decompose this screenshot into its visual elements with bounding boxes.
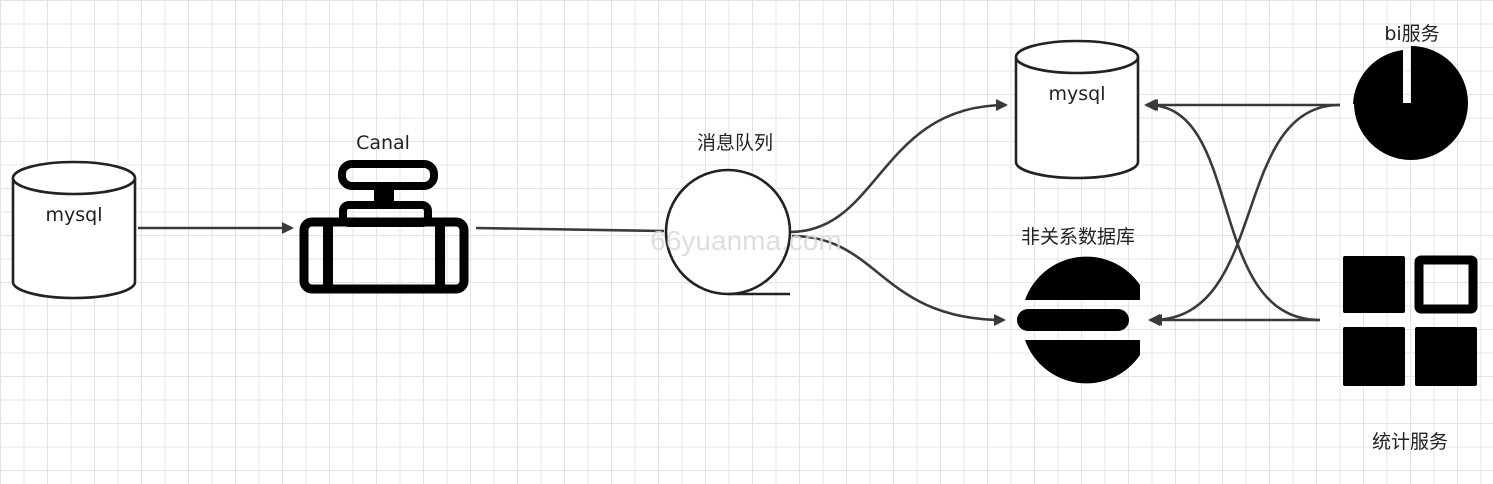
database-cylinder-icon (1014, 39, 1140, 180)
target-db-label: mysql (1049, 83, 1106, 105)
source-db-label: mysql (46, 204, 103, 226)
target-db-node[interactable]: mysql (1014, 39, 1140, 180)
queue-node[interactable]: 消息队列 (664, 132, 792, 296)
nosql-db-label: 非关系数据库 (1021, 226, 1135, 248)
canal-node[interactable]: Canal (299, 132, 469, 294)
edge-canal-to-queue (475, 226, 665, 233)
dashboard-grid-icon (1343, 255, 1478, 386)
pie-chart-icon (1353, 46, 1468, 160)
edges (138, 99, 1341, 326)
elasticsearch-icon (1017, 256, 1140, 384)
watermark: 66yuanma.com (650, 225, 841, 256)
edge-queue-to-nosql (791, 234, 1006, 326)
message-queue-icon (664, 168, 792, 296)
stats-service-label: 统计服务 (1372, 431, 1448, 453)
bi-service-label: bi服务 (1384, 23, 1439, 45)
edge-bi-to-nosql (1150, 103, 1341, 326)
database-cylinder-icon (11, 160, 137, 300)
stats-service-node[interactable]: 统计服务 (1343, 255, 1478, 453)
edge-queue-to-mysql (789, 99, 1008, 234)
queue-label: 消息队列 (697, 132, 773, 154)
canal-label: Canal (356, 132, 410, 154)
nosql-db-node[interactable]: 非关系数据库 (1017, 226, 1140, 384)
source-db-node[interactable]: mysql (11, 160, 137, 300)
canal-connector-icon (299, 160, 469, 294)
edge-stats-to-mysql (1146, 99, 1321, 322)
bi-service-node[interactable]: bi服务 (1353, 23, 1468, 160)
